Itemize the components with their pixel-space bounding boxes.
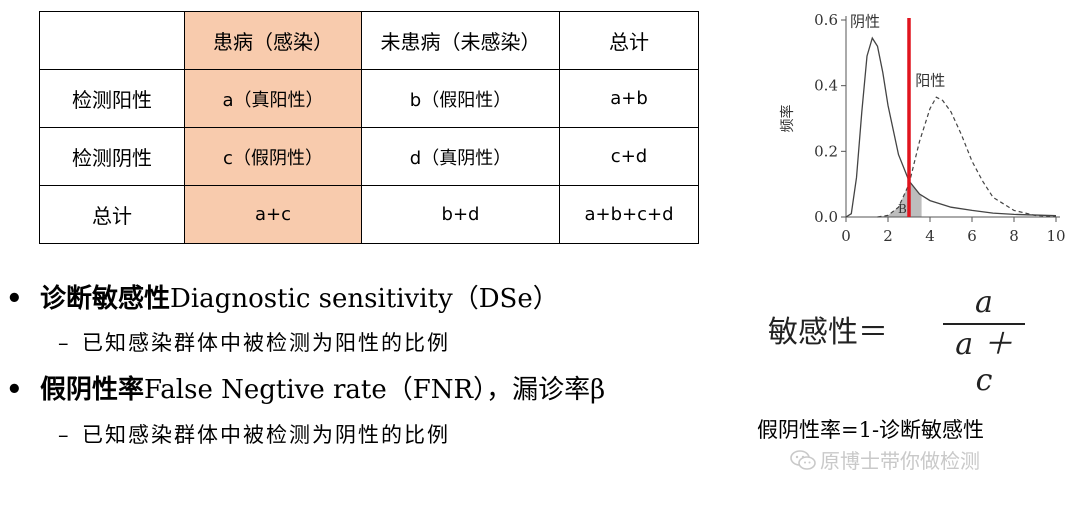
series-positive-label: 阳性 — [915, 72, 945, 90]
cell-col-total-diseased: a+c — [184, 185, 362, 244]
x-tick-label: 6 — [967, 227, 977, 245]
cell-row-total-negative: c+d — [559, 127, 699, 186]
formula-denominator: a ＋ c — [955, 327, 1013, 398]
cell-row-total-positive: a+b — [559, 69, 699, 128]
fnr-relation-text: 假阴性率=1-诊断敏感性 — [757, 418, 985, 442]
row-label-total: 总计 — [39, 185, 185, 244]
wechat-icon — [790, 449, 816, 476]
y-axis-label: 频率 — [779, 105, 796, 133]
x-tick-label: 4 — [925, 227, 935, 245]
contingency-table: 患病（感染） 未患病（未感染） 总计 检测阳性 a（真阳性） b（假阳性） a+… — [39, 11, 699, 244]
table-row: 总计 a+c b+d a+b+c+d — [39, 185, 699, 244]
table-header-row: 患病（感染） 未患病（未感染） 总计 — [39, 11, 699, 70]
series-negative-label: 阴性 — [850, 13, 880, 31]
bullet-sensitivity: • 诊断敏感性Diagnostic sensitivity（DSe） — [6, 278, 559, 315]
formula-lhs: 敏感性＝ — [768, 315, 888, 350]
watermark: 原博士带你做检测 — [790, 445, 980, 476]
y-tick-label: 0.2 — [814, 142, 838, 160]
cell-col-total-not-diseased: b+d — [361, 185, 560, 244]
y-tick-label: 0.4 — [814, 77, 838, 95]
formula-fraction: a a ＋ c — [943, 285, 1025, 398]
watermark-text: 原博士带你做检测 — [820, 449, 980, 473]
x-tick-label: 8 — [1009, 227, 1019, 245]
bullet-sensitivity-en: Diagnostic sensitivity（DSe） — [170, 284, 559, 314]
x-tick-label: 10 — [1046, 227, 1065, 245]
cell-false-positive: b（假阳性） — [361, 69, 560, 128]
cell-grand-total: a+b+c+d — [559, 185, 699, 244]
row-label-test-positive: 检测阳性 — [39, 69, 185, 128]
x-tick-label: 0 — [841, 227, 851, 245]
y-tick-label: 0.6 — [814, 11, 838, 29]
bullet-marker: • — [6, 375, 23, 405]
bullet-marker: • — [6, 284, 23, 314]
bullet-sensitivity-zh: 诊断敏感性 — [40, 284, 171, 314]
table-row: 检测阴性 c（假阴性） d（真阴性） c+d — [39, 127, 699, 186]
header-diseased: 患病（感染） — [184, 11, 362, 70]
series-positive-line — [877, 96, 1057, 218]
sub-bullet-sensitivity-text: 已知感染群体中被检测为阳性的比例 — [82, 331, 450, 355]
series-negative-line — [845, 36, 1057, 218]
cell-true-negative: d（真阴性） — [361, 127, 560, 186]
sub-bullet-marker: – — [58, 331, 69, 355]
formula-numerator: a — [975, 285, 993, 320]
sub-bullet-sensitivity: –已知感染群体中被检测为阳性的比例 — [58, 327, 450, 357]
cell-true-positive: a（真阳性） — [184, 69, 362, 128]
sub-bullet-marker: – — [58, 423, 69, 447]
bullet-fnr-zh: 假阴性率 — [40, 375, 145, 405]
y-tick-label: 0.0 — [814, 208, 838, 226]
header-not-diseased: 未患病（未感染） — [361, 11, 560, 70]
bullet-fnr-en: False Negtive rate（FNR），漏诊率β — [144, 375, 606, 405]
bullet-fnr: • 假阴性率False Negtive rate（FNR），漏诊率β — [6, 369, 605, 406]
x-tick-label: 2 — [883, 227, 893, 245]
row-label-test-negative: 检测阴性 — [39, 127, 185, 186]
table-corner-cell — [39, 11, 185, 70]
cell-false-negative: c（假阴性） — [184, 127, 362, 186]
table-row: 检测阳性 a（真阳性） b（假阳性） a+b — [39, 69, 699, 128]
fraction-bar — [943, 323, 1025, 325]
sub-bullet-fnr: –已知感染群体中被检测为阴性的比例 — [58, 419, 450, 449]
shade-label: B — [898, 202, 907, 216]
header-total: 总计 — [559, 11, 699, 70]
sub-bullet-fnr-text: 已知感染群体中被检测为阴性的比例 — [82, 423, 450, 447]
